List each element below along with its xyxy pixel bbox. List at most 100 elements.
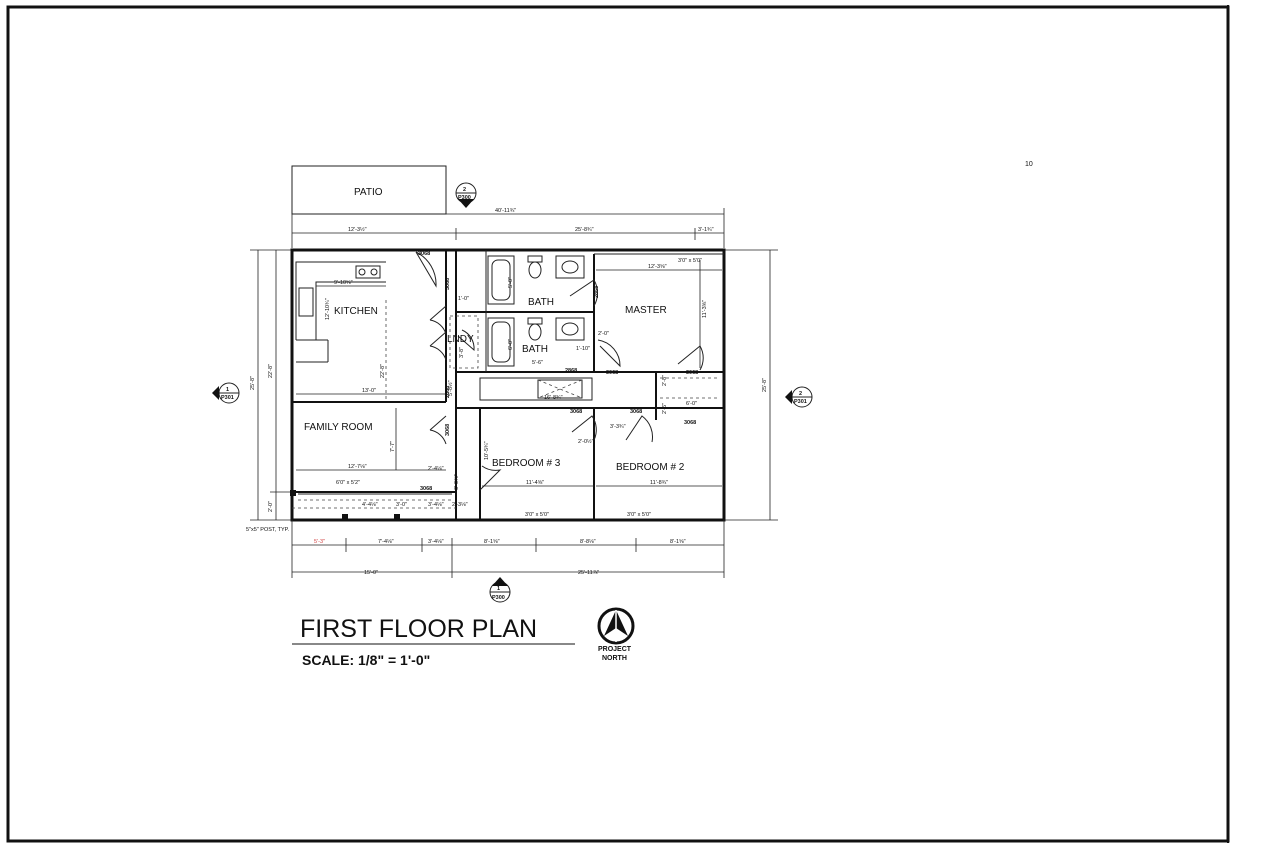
dimensions-hall-width: 5'-8½" — [447, 380, 454, 396]
dimensions-bottom-total-left: 15'-0" — [364, 570, 378, 576]
room-label-kitchen: KITCHEN — [334, 306, 378, 317]
dimensions-porch-f: 6'-0⅞" — [454, 474, 460, 490]
dimensions-bottom-3: 8'-1⅝" — [484, 539, 500, 545]
dimensions-bed3-depth: 10'-5¾" — [484, 441, 490, 460]
section-tags-top-num: 2 — [463, 187, 466, 193]
section-tags-left-sheet: P301 — [221, 395, 234, 401]
top-dimensions: 40'-11¾" 12'-3½" 25'-8¾" 3'-1¾" — [291, 208, 725, 248]
door-tags: 3068 3068 2868 2868 3068 3068 3068 3068 … — [418, 251, 698, 492]
left-dimensions: 25'-8" 22'-8" 2'-0" — [250, 249, 292, 521]
dimensions-hall-length: 16'-8¾" — [544, 395, 563, 401]
door-tags-d3: 2868 — [565, 368, 577, 374]
section-marker-right: 2 P301 — [785, 386, 813, 408]
dimensions-bottom-1: 7'-4⅛" — [378, 539, 394, 545]
dimensions-bed3-closet: 2'-0½" — [578, 438, 594, 445]
post-note: 5"x5" POST, TYP. — [246, 527, 290, 533]
section-tags-bottom-sheet: P300 — [492, 595, 505, 601]
door-tags-d12: 2868 — [445, 386, 451, 398]
door-tags-d11: 3068 — [420, 486, 432, 492]
dimensions-bed2-width: 11'-8¾" — [650, 480, 668, 486]
room-label-family-room: FAMILY ROOM — [304, 422, 373, 433]
dimensions-right-small-c: 2'-6" — [662, 403, 668, 414]
section-tags-right-num: 2 — [799, 391, 802, 397]
north-label-project: PROJECT — [598, 646, 632, 653]
dimensions-porch-b: 4'-4⅛" — [362, 502, 378, 508]
dimensions-win-master: 3'0" x 5'0" — [678, 258, 702, 264]
bathtub-2 — [487, 317, 515, 367]
kitchen-sink — [298, 287, 314, 317]
dimensions-kitchen-height: 22'-8" — [380, 364, 386, 378]
dimensions-kitchen-depth: 12'-10¾" — [325, 298, 331, 320]
dim-top-right: 3'-1¾" — [698, 227, 714, 233]
section-tags-bottom-num: 1 — [497, 586, 500, 592]
dim-top-mid: 25'-8¾" — [575, 227, 594, 233]
section-tags-top-sheet: P300 — [458, 195, 471, 201]
dimensions-bottom-5: 8'-1⅝" — [670, 539, 686, 545]
dimensions-bath-depth-a: 5'-0" — [508, 277, 514, 288]
vanity-1 — [555, 255, 585, 279]
dimensions-win-family: 6'0" x 5'2" — [336, 480, 360, 486]
room-label-master: MASTER — [625, 305, 667, 316]
dim-bottom-red: 5'-3" — [314, 539, 325, 545]
interior-dimensions: 9'-10⅝" 12'-10¾" 13'-0" 22'-8" 12'-7⅛" 7… — [246, 258, 722, 533]
door-tags-d4: 2868 — [594, 286, 600, 298]
front-porch — [290, 490, 456, 520]
dimensions-bath2-width: 5'-6" — [532, 360, 543, 366]
dimensions-porch-d: 3'-4⅛" — [428, 502, 444, 508]
dimensions-porch-c: 3'-0" — [396, 502, 407, 508]
vanity-2 — [555, 317, 585, 341]
drawing-title: FIRST FLOOR PLAN — [300, 615, 537, 643]
dimensions-porch-a: 2'-4⅛" — [428, 466, 444, 472]
exterior-walls — [290, 248, 726, 522]
bottom-dimensions: 5'-3" 7'-4⅛" 3'-4⅛" 8'-1⅝" 8'-8⅛" 8'-1⅝"… — [291, 520, 725, 578]
dimensions-bed2-closet: 3'-3¾" — [610, 424, 626, 430]
kitchen-counters — [295, 261, 387, 402]
cooktop — [355, 265, 381, 279]
dimensions-lndy-c: 2'-0" — [598, 331, 609, 337]
north-arrow-icon — [597, 607, 635, 645]
drawing-scale: SCALE: 1/8" = 1'-0" — [302, 652, 430, 668]
room-label-bath-2: BATH — [522, 344, 548, 355]
dim-left-lower: 2'-0" — [268, 501, 274, 512]
toilet-2 — [528, 323, 542, 341]
dim-right-overall: 25'-8" — [762, 378, 768, 392]
door-tags-d10: 3068 — [684, 420, 696, 426]
bathtub-1 — [487, 255, 515, 305]
dimensions-master-depth: 11'-3⅝" — [702, 300, 708, 318]
bath-fixtures — [487, 255, 585, 367]
dimensions-lndy-a: 1'-0" — [458, 296, 469, 302]
door-tags-d6: 3068 — [686, 370, 698, 376]
dim-top-left: 12'-3½" — [348, 226, 367, 233]
dimensions-bottom-4: 8'-8⅛" — [580, 539, 596, 545]
interior-walls — [292, 250, 724, 520]
room-label-bedroom-2: BEDROOM # 2 — [616, 462, 685, 473]
dim-overall-width: 40'-11¾" — [495, 208, 516, 214]
right-dimensions: 25'-8" — [724, 249, 778, 521]
dimensions-bed3-width: 11'-4⅝" — [526, 480, 544, 486]
door-tags-d8: 3068 — [570, 409, 582, 415]
dimensions-bottom-total-right: 25'-11⅞" — [578, 570, 599, 576]
room-label-laundry: LNDY — [447, 334, 474, 345]
dim-left-overall: 25'-8" — [250, 376, 256, 390]
dimensions-kitchen-width: 9'-10⅝" — [334, 280, 353, 286]
dimensions-family-depth: 7'-7" — [390, 441, 396, 452]
north-label-north: NORTH — [602, 655, 627, 662]
section-tags-left-num: 1 — [226, 387, 229, 393]
door-tags-d2: 3068 — [445, 278, 451, 290]
dimensions-family-width: 12'-7⅛" — [348, 464, 367, 470]
dimensions-kitchen-length: 13'-0" — [362, 388, 376, 394]
dimensions-lndy-b: 1'-10" — [576, 346, 590, 352]
dim-left-upper: 22'-8" — [268, 364, 274, 378]
section-marker-left: 1 P301 — [212, 382, 240, 404]
dimensions-win-bed2: 3'0" x 5'0" — [627, 512, 651, 518]
dimensions-right-small-b: 6'-0" — [686, 401, 697, 407]
dimensions-porch-e: 2'-3⅛" — [452, 502, 468, 508]
hallway — [449, 315, 593, 401]
dimensions-hall-small: 3'-8" — [459, 347, 465, 358]
door-tags-d7: 3068 — [445, 424, 451, 436]
toilet-1 — [528, 261, 542, 279]
dimensions-right-small-a: 2'-8" — [662, 375, 668, 386]
dimensions-bottom-2: 3'-4⅛" — [428, 539, 444, 545]
